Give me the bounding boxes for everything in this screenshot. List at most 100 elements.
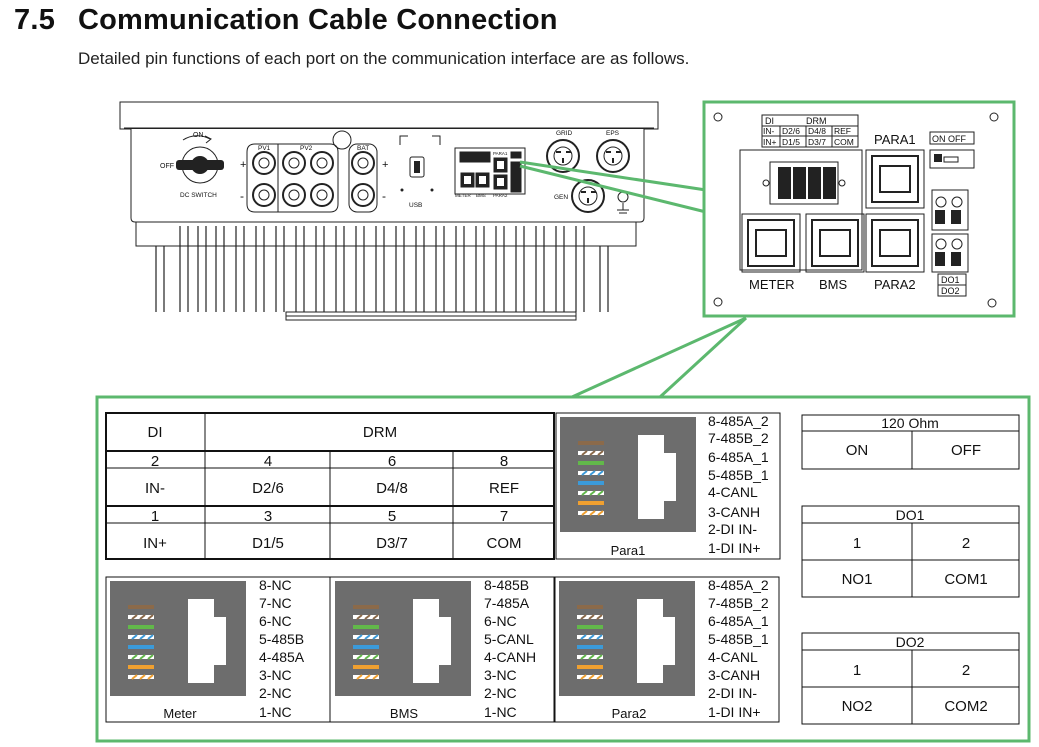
ohm-title: 120 Ohm bbox=[881, 415, 939, 431]
bms-pin-8: 8-485B bbox=[484, 577, 529, 593]
bat-minus-label: - bbox=[382, 189, 386, 203]
bms-caption-bg bbox=[355, 704, 455, 721]
para2-pin-2: 2-DI IN- bbox=[708, 685, 757, 701]
zoom-para2-label: PARA2 bbox=[874, 277, 916, 292]
usb-port[interactable] bbox=[400, 156, 434, 192]
meter-caption: Meter bbox=[163, 706, 197, 721]
para1-pin-8: 8-485A_2 bbox=[708, 413, 769, 429]
zoom-on-off-label: ON OFF bbox=[932, 134, 966, 144]
do2-pin-2: 2 bbox=[962, 662, 970, 679]
para1-caption-bg bbox=[580, 540, 680, 558]
label-in-plus: IN+ bbox=[143, 535, 167, 552]
eps-label: EPS bbox=[606, 130, 620, 137]
para2-pin-5: 5-485B_1 bbox=[708, 631, 769, 647]
do1-title: DO1 bbox=[896, 507, 925, 523]
gen-label: GEN bbox=[554, 194, 568, 201]
bat-plus-label: + bbox=[382, 159, 388, 171]
para2-pin-3: 3-CANH bbox=[708, 667, 760, 683]
label-in-minus: IN- bbox=[145, 480, 165, 497]
para1-pin-3: 3-CANH bbox=[708, 504, 760, 520]
zoom-terminal-block bbox=[762, 161, 846, 205]
do1-no1: NO1 bbox=[842, 571, 873, 588]
di-header: DI bbox=[148, 424, 163, 441]
zoom-do1-label: DO1 bbox=[941, 275, 960, 285]
label-d26: D2/6 bbox=[252, 480, 284, 497]
meter-pin-2: 2-NC bbox=[259, 685, 292, 701]
pin-2: 2 bbox=[151, 453, 159, 470]
pin-5: 5 bbox=[388, 508, 396, 525]
meter-pin-3: 3-NC bbox=[259, 667, 292, 683]
meter-pin-4: 4-485A bbox=[259, 649, 305, 665]
zoom-meter-jack bbox=[741, 213, 801, 273]
bms-pin-2: 2-NC bbox=[484, 685, 517, 701]
para1-pin-7: 7-485B_2 bbox=[708, 430, 769, 446]
meter-pin-8: 8-NC bbox=[259, 577, 292, 593]
zoom-row1-d48: D4/8 bbox=[808, 126, 826, 136]
pv1-label: PV1 bbox=[258, 145, 271, 152]
comm-board-small bbox=[454, 147, 526, 195]
do2-com2: COM2 bbox=[944, 698, 987, 715]
para2-small-label: PARA2 bbox=[493, 193, 508, 198]
pv-connectors bbox=[246, 143, 339, 213]
bms-pin-3: 3-NC bbox=[484, 667, 517, 683]
di-drm-table bbox=[105, 412, 555, 560]
meter-pin-7: 7-NC bbox=[259, 595, 292, 611]
bms-pin-6: 6-NC bbox=[484, 613, 517, 629]
bms-pin-7: 7-485A bbox=[484, 595, 530, 611]
zoom-para2-jack bbox=[865, 213, 925, 273]
para1-pin-2: 2-DI IN- bbox=[708, 521, 757, 537]
label-com: COM bbox=[487, 535, 522, 552]
meter-pin-5: 5-485B bbox=[259, 631, 304, 647]
pin-4: 4 bbox=[264, 453, 272, 470]
pv-plus-label: + bbox=[240, 159, 246, 171]
zoom-panel bbox=[702, 100, 1016, 318]
meter-pin-1: 1-NC bbox=[259, 704, 292, 720]
pv-minus-label: - bbox=[240, 189, 244, 203]
zoom-row2-d15: D1/5 bbox=[782, 137, 800, 147]
bms-pin-1: 1-NC bbox=[484, 704, 517, 720]
drm-header: DRM bbox=[363, 424, 397, 441]
para1-caption: Para1 bbox=[611, 543, 646, 558]
pin-3: 3 bbox=[264, 508, 272, 525]
pin-8: 8 bbox=[500, 453, 508, 470]
do1-com1: COM1 bbox=[944, 571, 987, 588]
zoom-row2-in: IN+ bbox=[763, 137, 777, 147]
para1-pin-6: 6-485A_1 bbox=[708, 449, 769, 465]
para1-small-label: PARA1 bbox=[493, 151, 508, 156]
battery-connectors bbox=[348, 143, 378, 213]
zoom-para1-label: PARA1 bbox=[874, 132, 916, 147]
do2-table bbox=[801, 632, 1020, 725]
bat-label: BAT bbox=[357, 145, 369, 152]
label-d15: D1/5 bbox=[252, 535, 284, 552]
do1-pin-1: 1 bbox=[853, 535, 861, 552]
para1-port bbox=[555, 412, 781, 560]
do2-pin-1: 1 bbox=[853, 662, 861, 679]
ohm-off: OFF bbox=[951, 442, 981, 459]
zoom-row2-com: COM bbox=[834, 137, 854, 147]
ohm-table bbox=[801, 414, 1020, 470]
para2-caption: Para2 bbox=[612, 706, 647, 721]
zoom-row1-ref: REF bbox=[834, 126, 851, 136]
do1-pin-2: 2 bbox=[962, 535, 970, 552]
para1-pin-4: 4-CANL bbox=[708, 484, 758, 500]
usb-label: USB bbox=[409, 202, 422, 209]
para1-rj45-icon bbox=[559, 416, 697, 533]
pin-6: 6 bbox=[388, 453, 396, 470]
callout-connector bbox=[519, 160, 748, 399]
grid-label: GRID bbox=[556, 130, 573, 137]
pin-7: 7 bbox=[500, 508, 508, 525]
bms-pin-5: 5-CANL bbox=[484, 631, 534, 647]
dc-switch[interactable] bbox=[176, 135, 224, 184]
label-ref: REF bbox=[489, 480, 519, 497]
meter-rj45-icon bbox=[109, 580, 247, 697]
dc-switch-on-label: ON bbox=[193, 132, 204, 139]
do2-no2: NO2 bbox=[842, 698, 873, 715]
para2-pin-6: 6-485A_1 bbox=[708, 613, 769, 629]
dc-switch-label: DC SWITCH bbox=[180, 192, 217, 199]
zoom-di-label: DI bbox=[765, 116, 774, 126]
zoom-drm-label: DRM bbox=[806, 116, 827, 126]
zoom-bms-jack bbox=[805, 213, 865, 273]
label-d48: D4/8 bbox=[376, 480, 408, 497]
bms-pin-4: 4-CANH bbox=[484, 649, 536, 665]
meter-pin-6: 6-NC bbox=[259, 613, 292, 629]
